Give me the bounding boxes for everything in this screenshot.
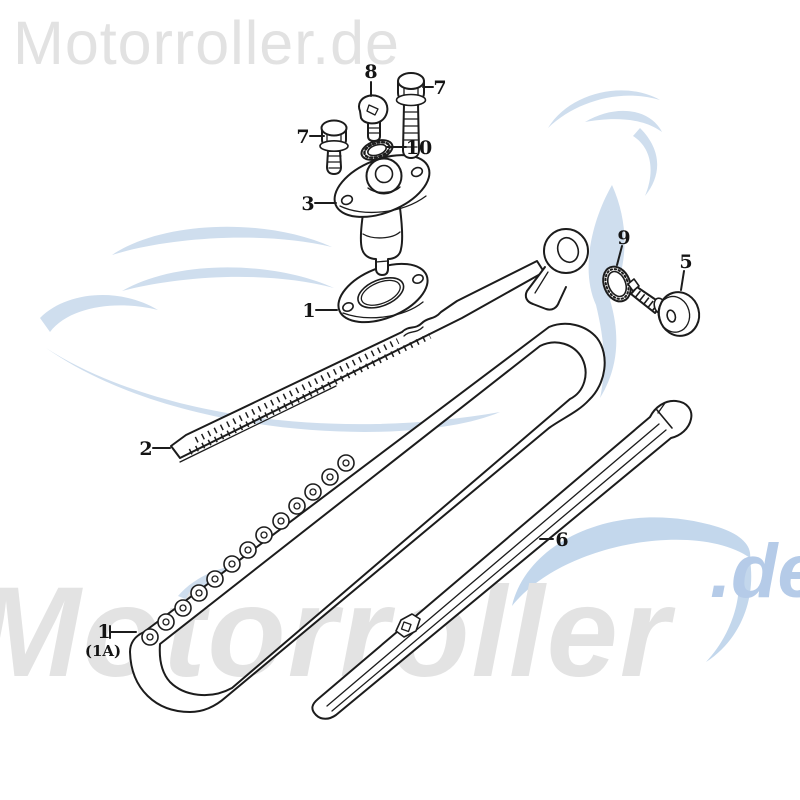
swoosh-wing-top [112, 226, 332, 255]
guide-bar-body [170, 260, 545, 459]
part-label-7-right: 7 [433, 77, 446, 99]
swoosh-crest-1 [548, 90, 660, 128]
part-label-9: 9 [617, 227, 630, 249]
part-label-8: 8 [364, 61, 377, 83]
rail-clip-tab [395, 613, 421, 638]
part-plug-screw [627, 278, 701, 337]
part-flange-bolt-right [395, 72, 427, 159]
part-gasket [337, 262, 429, 324]
cap-bolt-head [358, 94, 389, 125]
swoosh-crest-2 [585, 110, 662, 132]
part-labels: 8 7 7 10 3 1 9 5 2 6 1 (1A) [85, 61, 693, 660]
swoosh-wing-hook [40, 295, 158, 332]
cap-bolt-stem [367, 121, 381, 142]
swoosh-wing-mid [122, 267, 334, 291]
part-tensioner-body [333, 154, 431, 276]
swoosh-circle-rim [706, 560, 752, 662]
swoosh-lower-left [178, 564, 262, 601]
giant-watermark-suffix: .de [710, 529, 800, 614]
tensioner-lower-body [359, 206, 404, 276]
part-label-2: 2 [139, 438, 152, 460]
part-chain-guide-rail [311, 399, 693, 720]
part-label-1-chain: 1 [97, 621, 110, 643]
part-label-5: 5 [679, 251, 692, 273]
part-label-6: 6 [555, 529, 568, 551]
swoosh-crest-hook [633, 128, 658, 196]
plug-screw-head [657, 291, 701, 337]
part-label-3: 3 [301, 193, 314, 215]
leader-lines [109, 81, 685, 639]
part-label-1A: (1A) [85, 642, 121, 660]
part-cam-chain [129, 322, 606, 713]
swoosh-circle-crescent [512, 517, 751, 606]
header-watermark: Motorroller.de [13, 9, 400, 77]
part-label-10: 10 [406, 137, 432, 159]
part-o-ring [602, 265, 632, 303]
swoosh-big-sweep [46, 348, 500, 432]
part-label-7-left: 7 [296, 126, 309, 148]
guide-bar-lug [524, 266, 567, 311]
rail-body [311, 399, 693, 720]
line-art [109, 72, 701, 720]
part-tensioner-guide-bar [170, 228, 589, 463]
part-cap-bolt [358, 94, 389, 142]
part-label-1-gasket: 1 [302, 300, 315, 322]
chain-rollers [141, 454, 355, 646]
chain-band [129, 322, 606, 713]
part-flange-bolt-left [319, 119, 349, 175]
